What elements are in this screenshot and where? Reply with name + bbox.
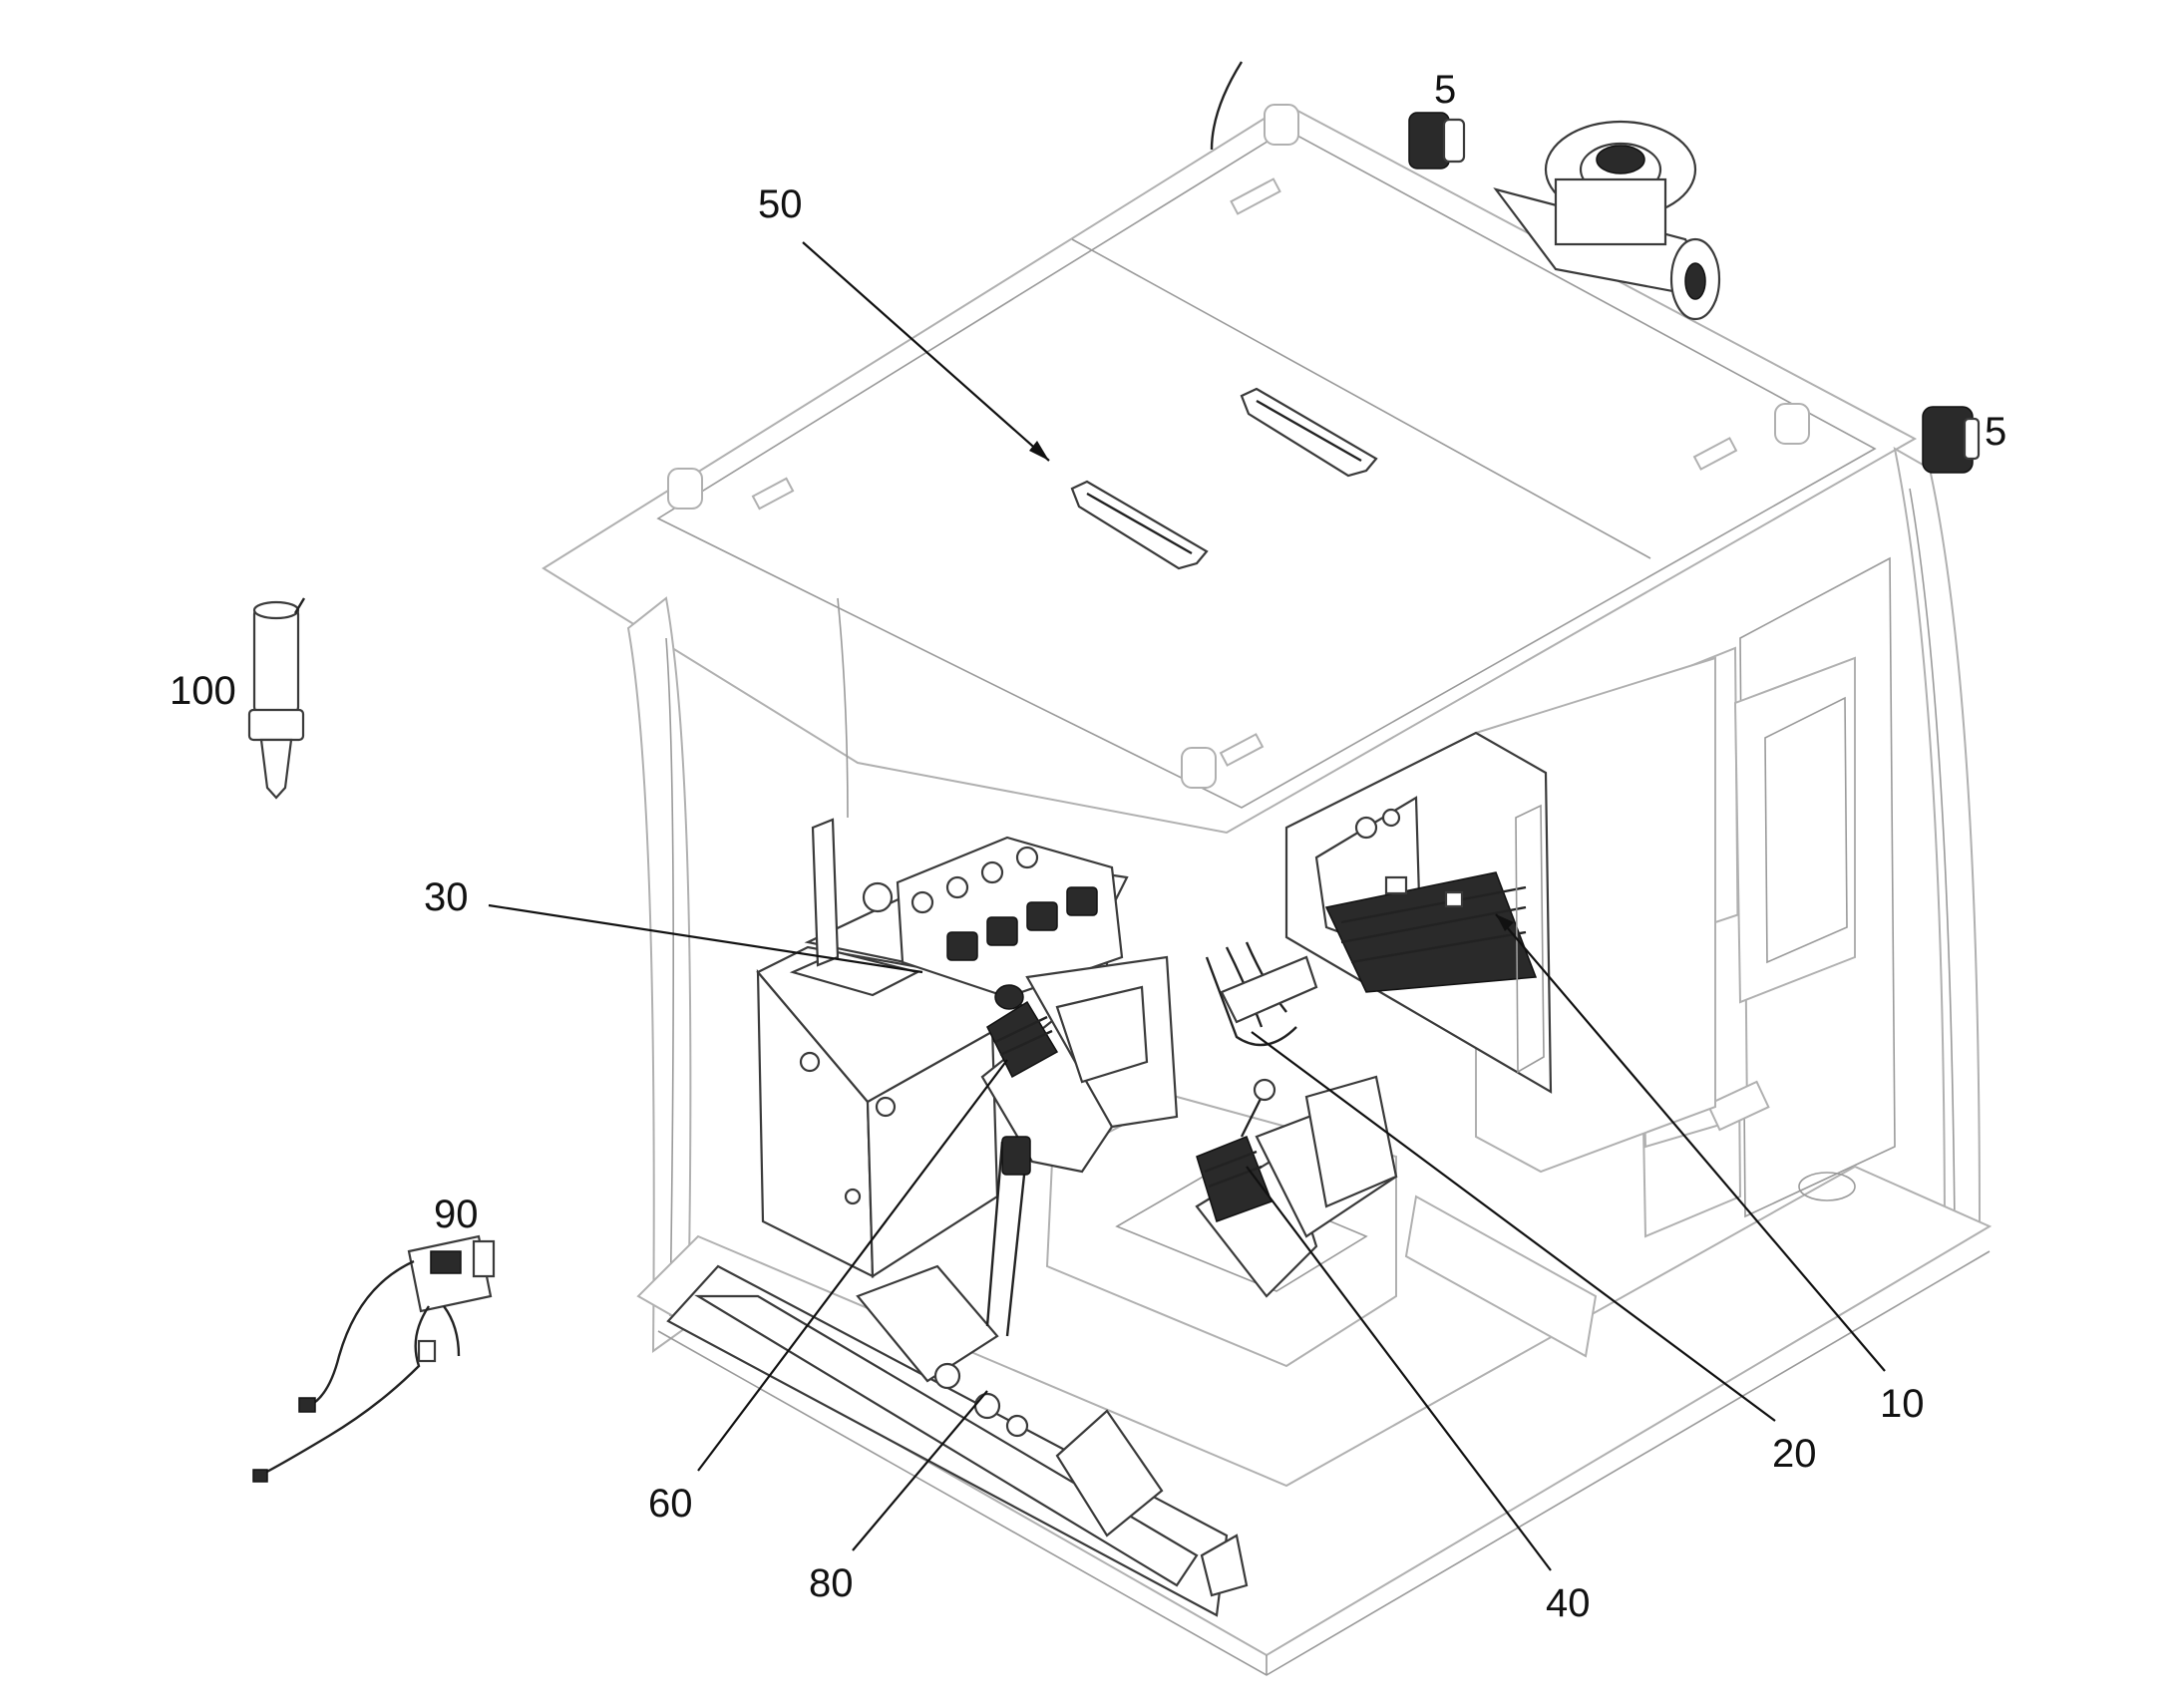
keypad-buttons <box>862 846 1098 961</box>
callout-30: 30 <box>424 875 469 919</box>
leader-30 <box>488 903 923 974</box>
leader-20 <box>1251 1031 1776 1422</box>
leader-60 <box>697 1059 1008 1472</box>
fire-extinguisher <box>247 597 306 800</box>
leader-10 <box>1495 913 1886 1372</box>
leader-80 <box>852 1390 988 1551</box>
work-lamp-rear <box>1408 112 1466 170</box>
roof-handle-front <box>1070 480 1209 570</box>
cable-harness-module <box>252 1234 496 1483</box>
callout-10: 10 <box>1880 1382 1925 1426</box>
leader-40 <box>1246 1166 1552 1571</box>
leader-50 <box>802 241 1050 462</box>
leader-50-arrow <box>1029 441 1049 461</box>
wiring-harness <box>1205 941 1318 1047</box>
pedal-assembly <box>666 1136 1249 1617</box>
rotating-beacon <box>1493 120 1721 321</box>
antenna-cable <box>1210 61 1244 151</box>
callout-labels: 5 5 10 20 30 40 50 60 80 90 100 <box>170 68 2006 1625</box>
callout-5-right: 5 <box>1985 410 2006 454</box>
leader-lines <box>488 241 1886 1571</box>
callout-60: 60 <box>648 1482 693 1526</box>
callout-50: 50 <box>758 182 803 226</box>
electrical-box <box>1284 656 1716 1174</box>
callout-20: 20 <box>1772 1432 1817 1476</box>
callout-80: 80 <box>809 1561 854 1605</box>
callout-90: 90 <box>434 1193 479 1236</box>
right-joystick <box>1195 1075 1398 1298</box>
callout-100: 100 <box>170 669 236 713</box>
leader-10-arrow <box>1496 914 1514 931</box>
left-joystick <box>980 955 1179 1174</box>
callout-40: 40 <box>1546 1581 1591 1625</box>
callout-5-top: 5 <box>1434 68 1456 112</box>
work-lamp-side <box>1922 406 1981 474</box>
roof-handle-rear <box>1240 387 1378 478</box>
